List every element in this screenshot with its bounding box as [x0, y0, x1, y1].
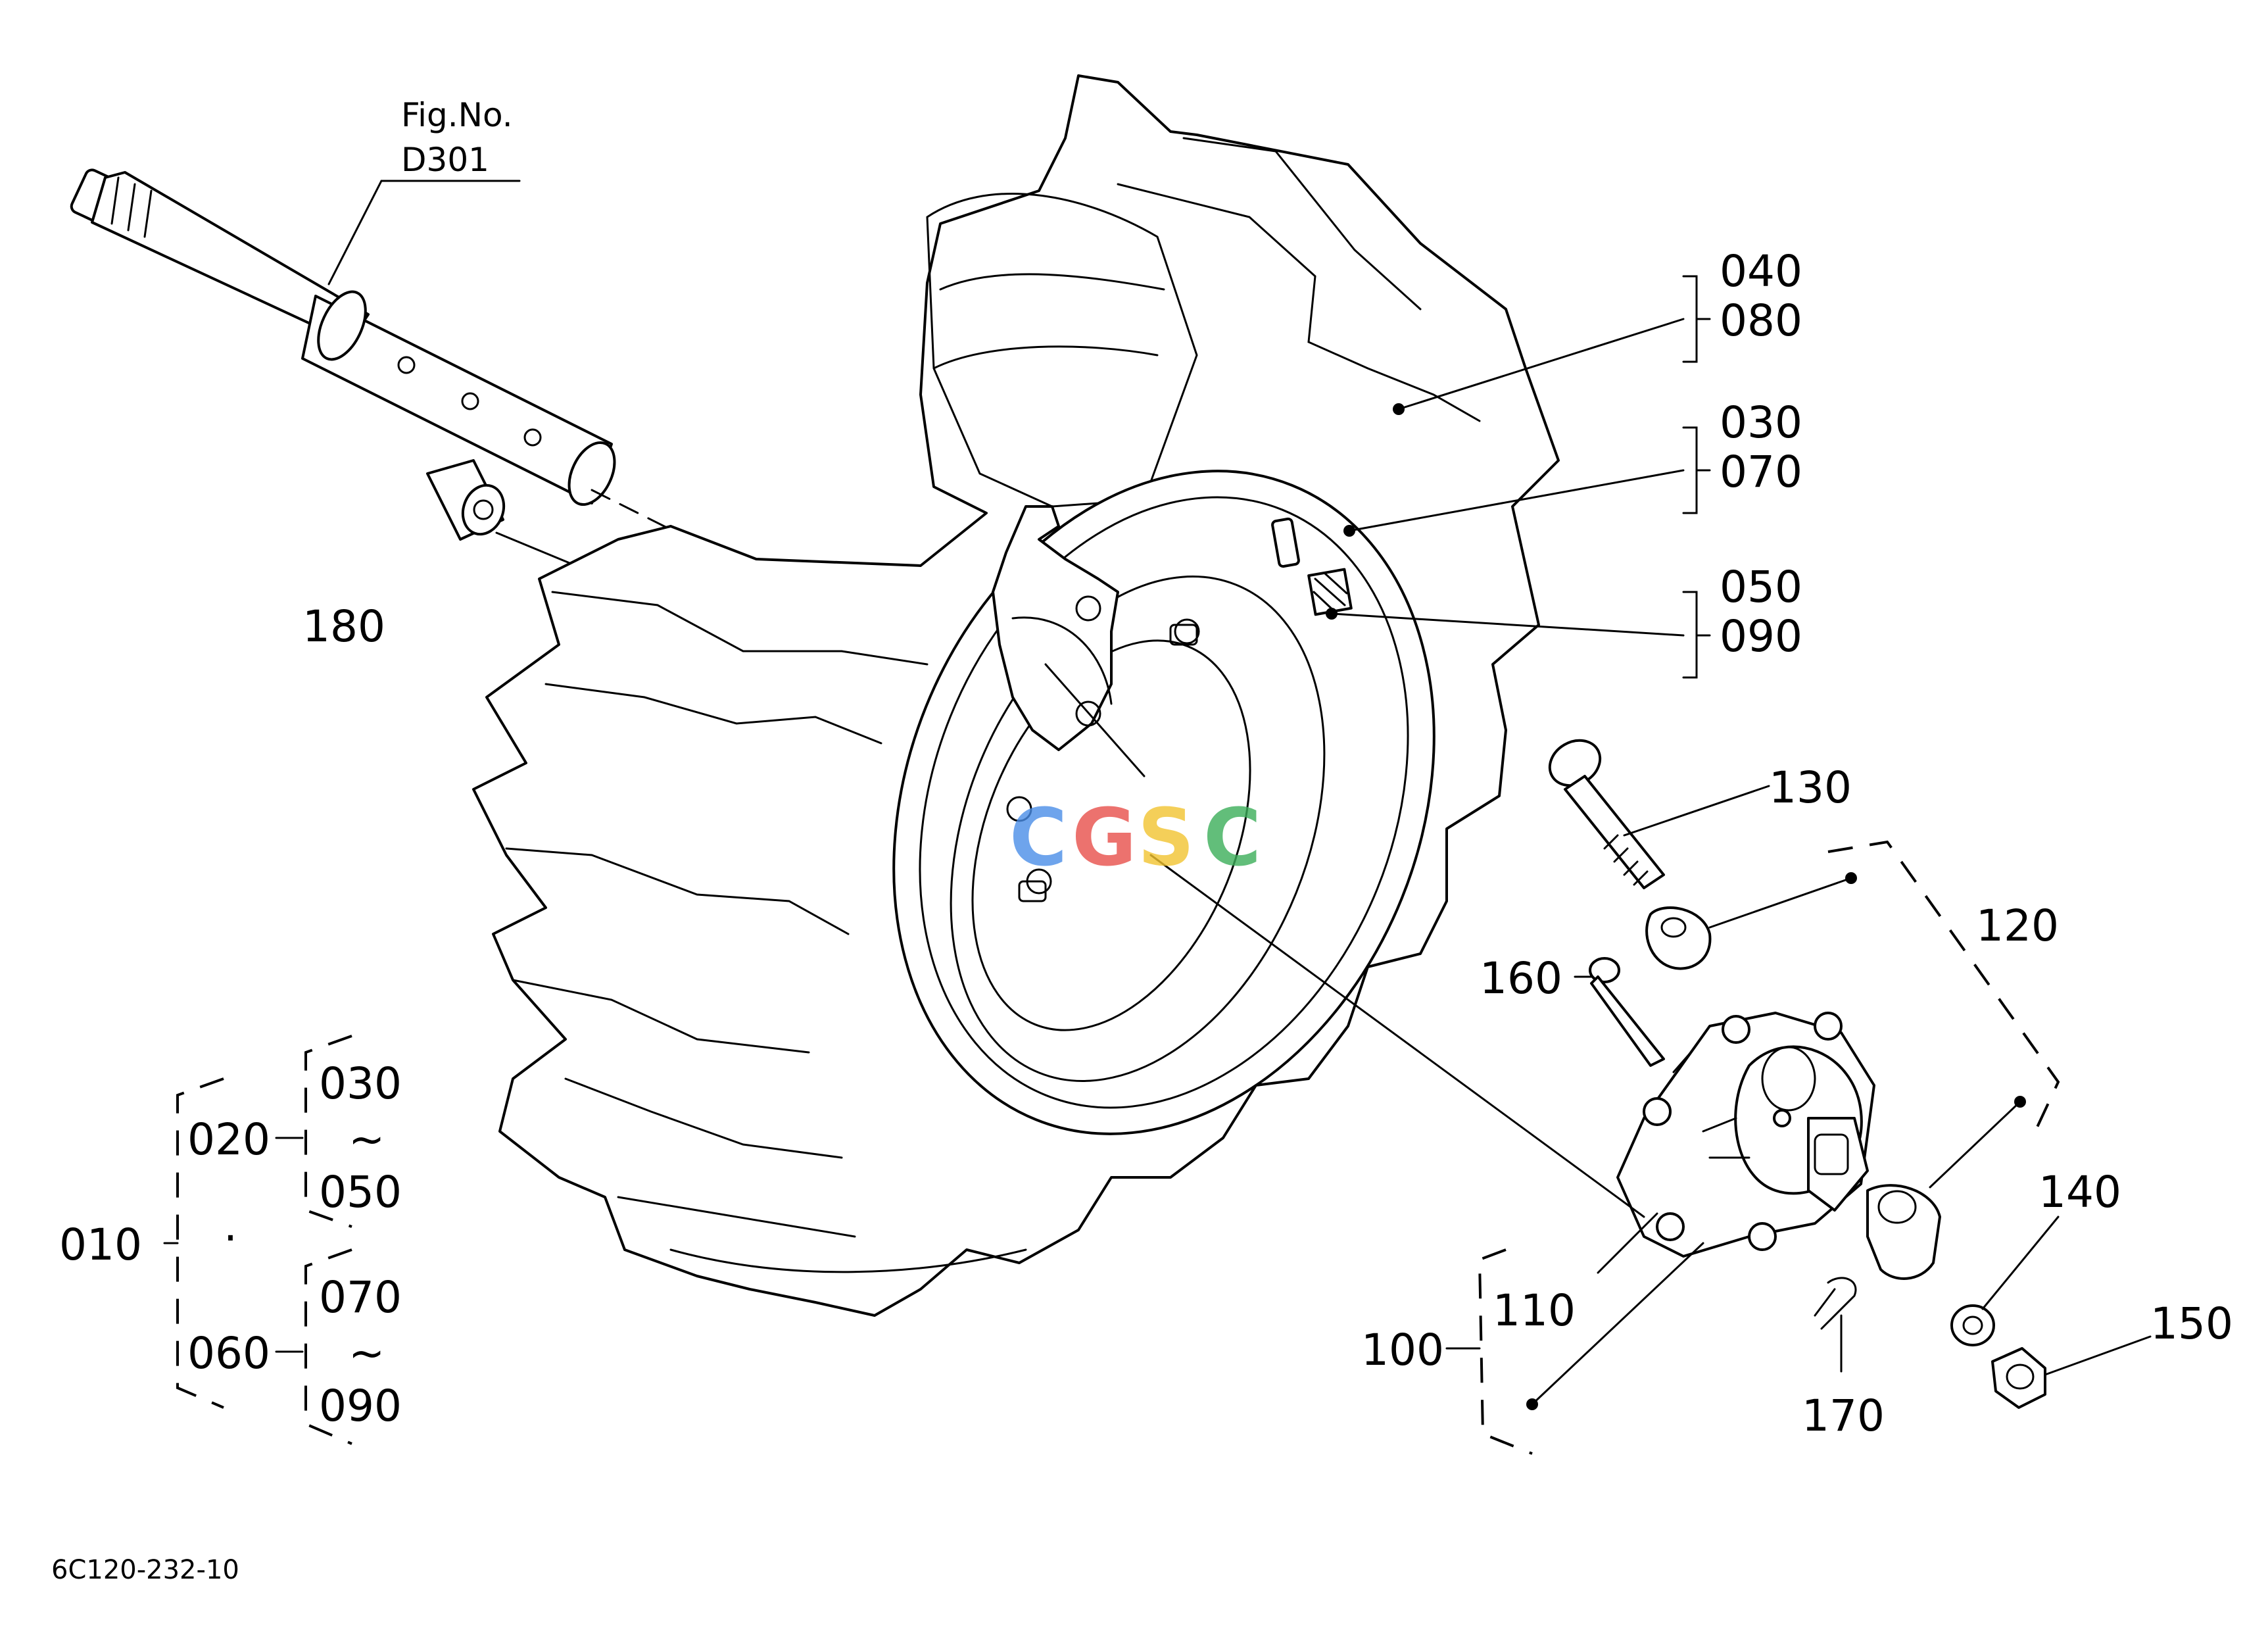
wheel-disc	[992, 505, 1119, 751]
watermark-letter-2: G	[1072, 793, 1137, 884]
watermark-letter-1: C	[1009, 793, 1067, 884]
tree-group-020: 020	[187, 1114, 270, 1165]
hub-assembly	[1478, 739, 2060, 1455]
figure-ref-number: D301	[401, 141, 489, 179]
callout-100: 100	[1361, 1325, 1444, 1375]
drawing-number: 6C120-232-10	[51, 1555, 239, 1585]
callout-070: 070	[1720, 447, 1802, 497]
nut-150	[1991, 1347, 2046, 1409]
tree-group-060-to: 090	[319, 1381, 402, 1431]
spacer-sleeve	[1866, 1184, 1941, 1280]
tree-group-060-range: ~	[349, 1328, 385, 1379]
washer-120	[1645, 906, 1712, 970]
watermark-letter-3: S	[1138, 793, 1194, 884]
wheel-assembly	[472, 74, 1560, 1317]
hub-flange-110	[1616, 1012, 1875, 1258]
split-pin-170	[1814, 1277, 1857, 1330]
tree-group-020-range: ~	[349, 1114, 385, 1165]
callout-110: 110	[1493, 1285, 1576, 1336]
tree-group-020-from: 030	[319, 1058, 402, 1109]
tree-dot: ·	[224, 1213, 237, 1264]
rim-bolt-holes	[1006, 595, 1200, 902]
tree-group-060: 060	[187, 1328, 270, 1379]
callout-180: 180	[302, 601, 385, 652]
watermark-letter-4: C	[1203, 793, 1261, 884]
valve-stem	[1271, 517, 1353, 616]
leader-lines	[327, 180, 2152, 1410]
watermark: C G S C	[1009, 793, 1261, 884]
callout-030: 030	[1720, 397, 1802, 448]
callout-120: 120	[1976, 900, 2059, 951]
callout-130: 130	[1769, 762, 1852, 813]
callout-090: 090	[1720, 611, 1802, 662]
callout-170: 170	[1802, 1390, 1885, 1441]
tree-group-020-to: 050	[319, 1167, 402, 1217]
figure-ref-label: Fig.No.	[401, 96, 513, 134]
axle-shaft	[70, 168, 1139, 764]
lock-washer-140	[1950, 1304, 1995, 1346]
pin-160	[1589, 957, 1698, 1073]
callout-140: 140	[2039, 1167, 2121, 1217]
callout-160: 160	[1480, 953, 1562, 1004]
callout-150: 150	[2150, 1298, 2233, 1349]
callout-050: 050	[1720, 562, 1802, 612]
callout-040: 040	[1720, 246, 1802, 297]
tree-root-010: 010	[59, 1219, 142, 1270]
collar-180	[426, 459, 593, 574]
tree-group-060-from: 070	[319, 1272, 402, 1323]
callout-080: 080	[1720, 295, 1802, 346]
assembly-tree: 010 · 020 030 ~ 050 060 070 ~ 090	[59, 1035, 402, 1445]
bolt-130	[1548, 739, 1665, 889]
